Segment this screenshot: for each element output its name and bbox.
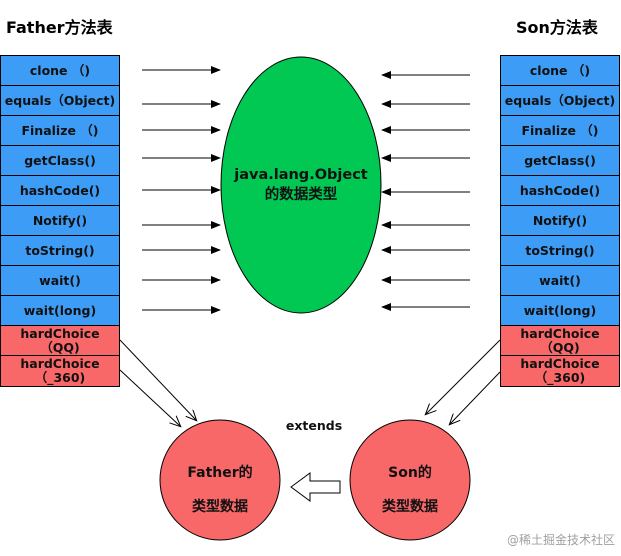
father-choice-arrow	[119, 339, 196, 420]
son-choice-arrow	[450, 371, 501, 424]
father-method-cell: clone （)	[1, 56, 119, 86]
son-method-cell: getClass()	[501, 146, 619, 176]
son-method-cell: clone （)	[501, 56, 619, 86]
extends-arrow-icon	[290, 472, 341, 502]
son-method-table-title: Son方法表	[516, 18, 598, 37]
son-method-cell: wait(long)	[501, 296, 619, 326]
father-method-cell: toString()	[1, 236, 119, 266]
son-method-cell: equals（Object)	[501, 86, 619, 116]
father-method-cell: Finalize （)	[1, 116, 119, 146]
father-method-cell: wait()	[1, 266, 119, 296]
father-choice-cell: hardChoice （_360)	[1, 356, 119, 386]
father-method-cell: Notify()	[1, 206, 119, 236]
extends-label: extends	[285, 418, 343, 433]
father-method-cell: getClass()	[1, 146, 119, 176]
watermark: @稀土掘金技术社区	[506, 533, 615, 547]
object-type-ellipse	[220, 56, 382, 314]
father-method-table: clone （) equals（Object) Finalize （) getC…	[0, 55, 120, 387]
father-type-circle	[159, 419, 281, 541]
father-method-cell: hashCode()	[1, 176, 119, 206]
son-type-circle	[349, 419, 471, 541]
father-choice-cell: hardChoice （QQ)	[1, 326, 119, 356]
son-choice-arrow	[426, 339, 501, 414]
father-method-table-title: Father方法表	[6, 18, 113, 37]
son-method-cell: Finalize （)	[501, 116, 619, 146]
son-method-cell: wait()	[501, 266, 619, 296]
son-method-table: clone （) equals（Object) Finalize （) getC…	[500, 55, 620, 387]
son-method-cell: hashCode()	[501, 176, 619, 206]
son-method-cell: toString()	[501, 236, 619, 266]
father-method-cell: equals（Object)	[1, 86, 119, 116]
father-type-label: Father的 类型数据	[187, 465, 253, 515]
son-method-cell: Notify()	[501, 206, 619, 236]
father-choice-arrow	[119, 369, 180, 426]
son-choice-cell: hardChoice （_360)	[501, 356, 619, 386]
object-type-label: java.lang.Object 的数据类型	[234, 167, 368, 203]
father-method-cell: wait(long)	[1, 296, 119, 326]
son-type-label: Son的 类型数据	[382, 465, 438, 515]
son-choice-cell: hardChoice （QQ)	[501, 326, 619, 356]
